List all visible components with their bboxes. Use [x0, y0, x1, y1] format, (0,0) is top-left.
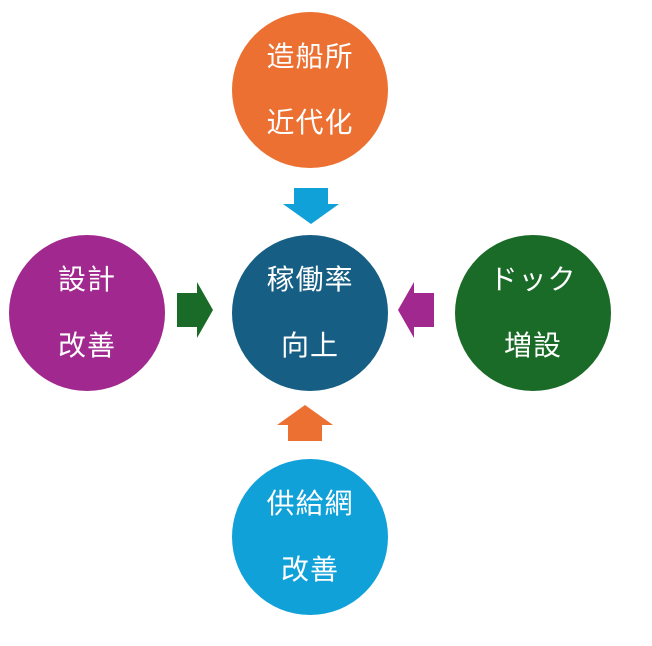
- arrow-up-from-bottom: [277, 405, 333, 441]
- node-bottom-line-2: 改善: [280, 553, 339, 586]
- node-left-line-2: 改善: [57, 329, 116, 362]
- node-bottom-line-1: 供給網: [266, 487, 354, 520]
- node-shipyard-modernization: 造船所 近代化: [232, 12, 388, 168]
- node-right-line-1: ドック: [489, 263, 577, 296]
- node-design-improvement: 設計 改善: [9, 235, 165, 391]
- arrow-bottom-shape: [277, 405, 333, 441]
- arrow-top-shape: [283, 188, 339, 224]
- node-left-line-1: 設計: [57, 263, 116, 296]
- node-supply-chain-improvement: 供給網 改善: [232, 459, 388, 615]
- node-center-line-1: 稼働率: [266, 263, 354, 296]
- node-dock-expansion: ドック 増設: [455, 235, 611, 391]
- arrow-right-from-left: [177, 282, 213, 338]
- node-top-line-2: 近代化: [266, 106, 354, 139]
- node-utilization-improvement: 稼働率 向上: [232, 235, 388, 391]
- arrow-left-from-right: [398, 282, 434, 338]
- arrow-right-shape: [398, 282, 434, 338]
- arrow-left-shape: [177, 282, 213, 338]
- node-top-line-1: 造船所: [266, 40, 354, 73]
- node-right-line-2: 増設: [503, 329, 562, 362]
- node-center-line-2: 向上: [280, 329, 339, 362]
- arrow-down-from-top: [283, 188, 339, 224]
